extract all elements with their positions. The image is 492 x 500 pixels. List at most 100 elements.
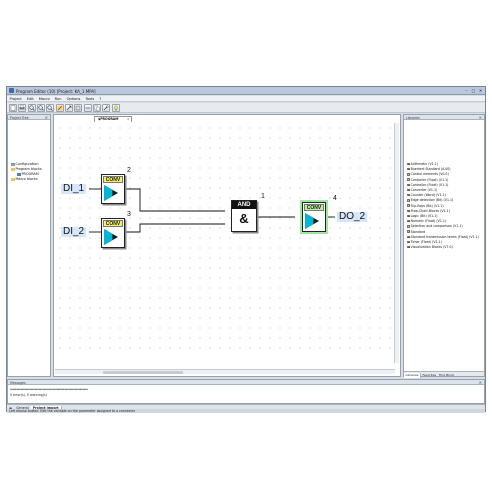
conv-arrow-fill <box>104 229 113 245</box>
library-item[interactable]: +Edge detection (Bit) (V1.1) <box>407 198 454 203</box>
editor-horizontal-scrollbar[interactable] <box>55 369 395 374</box>
expand-icon[interactable]: + <box>407 193 411 197</box>
input-di1-label[interactable]: DI_1 <box>61 183 87 194</box>
library-item[interactable]: +Arithmetic (V1.1) <box>407 162 438 166</box>
app-icon <box>9 88 14 93</box>
libraries-panel: Libraries × +Arithmetic (V1.1)+Buerkert … <box>403 114 485 378</box>
expand-icon[interactable]: + <box>407 204 411 208</box>
menu-help[interactable]: ? <box>99 97 102 101</box>
library-item[interactable]: +Numeric (Float) (V1.1) <box>407 219 447 224</box>
tab-project-import[interactable]: Project import <box>30 406 62 411</box>
zoom-fit-button[interactable] <box>28 104 36 112</box>
copy-button[interactable] <box>93 104 101 112</box>
libraries-close-icon[interactable]: × <box>478 115 482 120</box>
library-item[interactable]: +Selection and comparison (V1.1) <box>407 224 463 229</box>
edit-button[interactable] <box>56 104 64 112</box>
tab-close-icon[interactable]: × <box>126 117 130 121</box>
library-item[interactable]: +Standard <box>407 229 426 234</box>
library-item[interactable]: +Logic (Bit) (V1.1) <box>407 214 438 218</box>
connector-button[interactable] <box>84 104 92 112</box>
conv-block-2[interactable]: CONV <box>101 174 125 204</box>
library-item[interactable]: +Flip-flops (Bit) (V1.1) <box>407 203 444 208</box>
zoom-in-button[interactable] <box>37 104 45 112</box>
messages-close-icon[interactable]: × <box>478 380 482 385</box>
tools-button[interactable] <box>102 104 110 112</box>
expand-icon[interactable]: + <box>407 230 411 234</box>
expand-icon[interactable]: + <box>407 245 411 249</box>
expand-icon[interactable]: + <box>407 167 411 171</box>
library-item[interactable]: +Counter (Word) (V1.1) <box>407 193 446 198</box>
library-item[interactable]: +Standard transmission terms (Float) (V1… <box>407 234 479 239</box>
toolbar <box>7 103 485 113</box>
expand-icon[interactable]: + <box>407 162 411 166</box>
new-button[interactable] <box>9 104 17 112</box>
title-bar: Program Editor (10) [Project: KA_1.MPA] … <box>7 87 485 95</box>
expand-icon[interactable]: + <box>407 178 411 182</box>
debug-button[interactable] <box>112 104 120 112</box>
function-block-canvas[interactable]: DI_1 DI_2 DO_2 2 CONV 3 CONV 1 AND & 4 <box>55 123 395 357</box>
library-item[interactable]: +Controller (Float) (V1.1) <box>407 177 449 182</box>
expand-icon[interactable]: + <box>407 188 411 192</box>
expand-icon[interactable]: + <box>407 199 411 203</box>
print-button[interactable] <box>18 104 26 112</box>
move-button[interactable] <box>65 104 73 112</box>
tab-general[interactable]: General <box>16 406 29 410</box>
and-block-1[interactable]: AND & <box>231 200 257 232</box>
project-tree-close-icon[interactable]: × <box>44 115 48 120</box>
program-editor-panel: $PROGRAM× DI_1 DI_2 DO_2 2 CONV 3 CONV <box>53 114 401 377</box>
output-do2-label[interactable]: DO_2 <box>337 211 368 222</box>
menu-edit[interactable]: Edit <box>26 97 34 101</box>
library-item[interactable]: +Buerkert Standard (A.00) <box>407 167 451 172</box>
block-button[interactable] <box>74 104 82 112</box>
tab-nav-icons[interactable]: ◂▸ <box>9 406 13 410</box>
expand-icon[interactable]: + <box>407 225 411 229</box>
tab-find-block[interactable]: Find Block <box>439 373 455 377</box>
messages-title: Messages <box>10 380 26 385</box>
menu-run[interactable]: Run <box>54 97 62 101</box>
expand-icon[interactable]: + <box>407 235 411 239</box>
program-icon <box>17 172 21 176</box>
expand-icon[interactable]: + <box>407 209 411 213</box>
menu-options[interactable]: Options <box>66 97 81 101</box>
tab-program[interactable]: $PROGRAM× <box>94 116 132 122</box>
tree-item-configuration[interactable]: Configuration <box>11 162 39 166</box>
bulb-icon <box>114 105 118 111</box>
print-icon <box>19 105 25 110</box>
menu-macro[interactable]: Macro <box>38 97 50 101</box>
tree-item-program-blocks[interactable]: Program blocks <box>11 167 42 171</box>
conv-block-4[interactable]: CONV <box>302 202 326 232</box>
message-separator: ****************************************… <box>10 388 88 392</box>
input-di2-label[interactable]: DI_2 <box>61 226 87 237</box>
menu-project[interactable]: Project <box>9 97 22 101</box>
menu-tools[interactable]: Tools <box>85 97 95 101</box>
config-icon <box>11 162 15 166</box>
and-symbol: & <box>239 211 249 226</box>
expand-icon[interactable]: + <box>407 240 411 244</box>
library-item[interactable]: +Converter (V1.1) <box>407 188 438 192</box>
tab-favorites[interactable]: Favorites <box>422 373 437 377</box>
editor-vertical-scrollbar[interactable] <box>394 123 399 363</box>
expand-icon[interactable]: + <box>407 183 411 187</box>
program-editor-window: Program Editor (10) [Project: KA_1.MPA] … <box>6 86 486 413</box>
close-button[interactable]: ✕ <box>478 88 483 93</box>
library-item[interactable]: +Control elements (V0.0) <box>407 172 449 177</box>
minimize-button[interactable]: – <box>465 88 468 93</box>
library-item[interactable]: +Flow-Chart-Blocks (V1.1) <box>407 208 450 213</box>
expand-icon[interactable]: + <box>407 214 411 218</box>
libraries-title: Libraries <box>406 115 420 120</box>
library-item[interactable]: +Visualization Blocks (V7.0) <box>407 245 453 250</box>
tree-item-program[interactable]: PROGRAM <box>17 172 39 176</box>
tab-libraries[interactable]: Libraries <box>404 373 421 378</box>
maximize-button[interactable]: □ <box>471 88 476 93</box>
conv-block-3[interactable]: CONV <box>101 218 125 248</box>
expand-icon[interactable]: + <box>407 173 411 177</box>
library-item[interactable]: +Controller (Float) (V1.1) <box>407 182 449 187</box>
scroll-thumb[interactable] <box>103 371 183 374</box>
tree-item-macro-blocks[interactable]: Macro blocks <box>11 177 38 181</box>
zoom-out-button[interactable] <box>46 104 54 112</box>
library-item[interactable]: +Timer (Float) (V1.1) <box>407 240 442 244</box>
expand-icon[interactable]: + <box>407 219 411 223</box>
folder-icon <box>11 167 15 171</box>
